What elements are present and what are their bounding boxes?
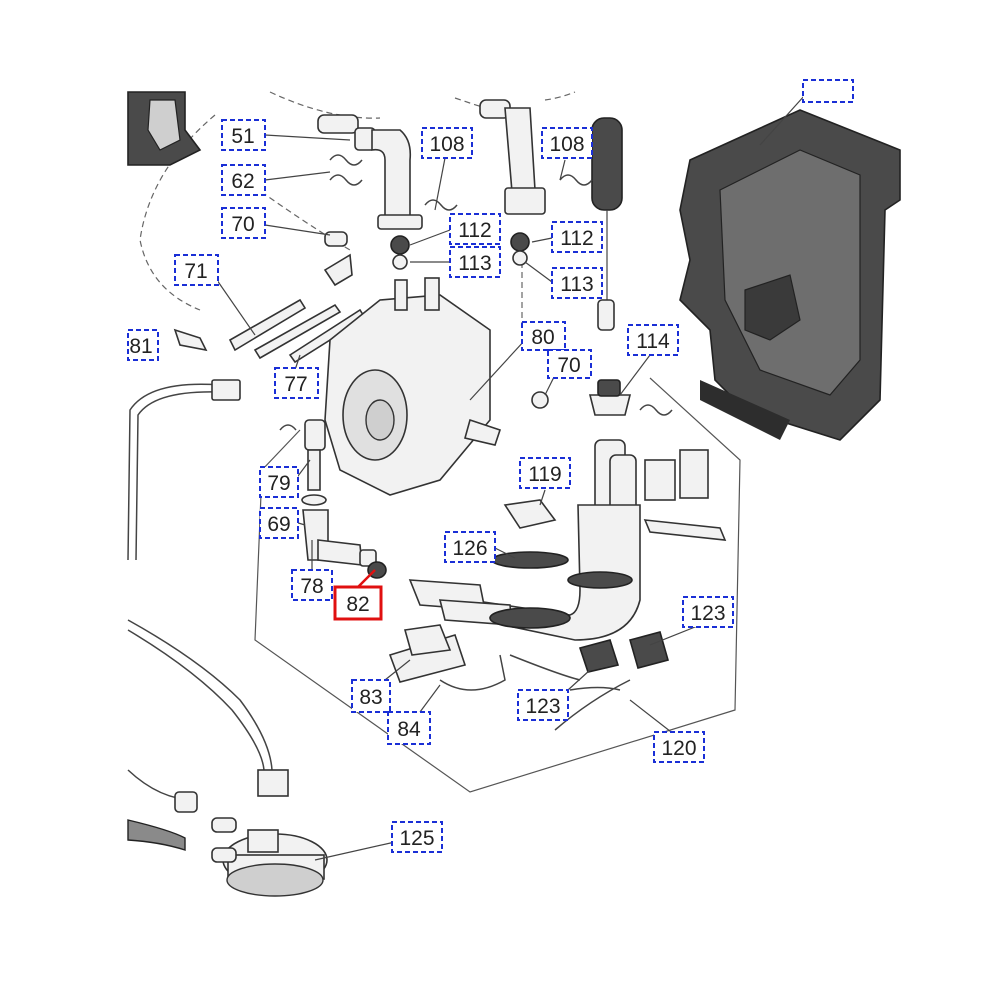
callout-labels: 51 62 70 71 81 77 108 108 xyxy=(127,119,734,853)
callout-82-text: 82 xyxy=(346,593,369,616)
leader-lines xyxy=(209,134,701,736)
callout-113a: 113 xyxy=(449,246,501,278)
flow-sensor xyxy=(211,817,396,897)
lower-small-parts xyxy=(388,624,669,731)
callout-125-text: 125 xyxy=(399,827,434,850)
callout-120-text: 120 xyxy=(661,737,696,760)
callout-108b-text: 108 xyxy=(549,133,584,156)
callout-62-text: 62 xyxy=(231,170,254,193)
callout-108a-text: 108 xyxy=(429,133,464,156)
callout-123a-text: 123 xyxy=(690,602,725,625)
callout-123b: 123 xyxy=(517,689,569,721)
callout-70b: 70 xyxy=(547,349,592,379)
callout-126-text: 126 xyxy=(452,537,487,560)
callout-51: 51 xyxy=(221,119,266,151)
flow-tube-assembly xyxy=(408,379,727,641)
callout-80-text: 80 xyxy=(531,326,554,349)
callout-112a-text: 112 xyxy=(458,219,491,242)
callout-69: 69 xyxy=(259,507,299,539)
callout-79-text: 79 xyxy=(267,472,290,495)
spring-clips xyxy=(279,154,673,431)
callout-108a: 108 xyxy=(421,127,473,159)
callout-112a: 112 xyxy=(449,213,501,245)
callout-70b-text: 70 xyxy=(557,354,580,377)
callout-83: 83 xyxy=(351,679,391,713)
callout-112b-text: 112 xyxy=(560,227,593,250)
callout-78: 78 xyxy=(291,569,333,601)
callout-78-text: 78 xyxy=(300,575,323,598)
callout-51-text: 51 xyxy=(231,125,254,148)
callout-108b: 108 xyxy=(541,127,593,159)
callout-82-highlighted[interactable]: 82 xyxy=(333,585,383,621)
valve-assembly xyxy=(301,419,387,579)
callout-125: 125 xyxy=(391,821,443,853)
callout-114: 114 xyxy=(627,324,679,356)
callout-71-text: 71 xyxy=(184,260,207,283)
callout-81-text: 81 xyxy=(129,335,152,358)
callout-84: 84 xyxy=(387,711,431,745)
callout-113b-text: 113 xyxy=(560,273,593,296)
callout-62: 62 xyxy=(221,164,266,196)
callout-120: 120 xyxy=(653,731,705,763)
callout-83-text: 83 xyxy=(359,686,382,709)
left-wire-harness xyxy=(127,379,289,851)
callout-70a: 70 xyxy=(221,207,266,239)
callout-119-text: 119 xyxy=(528,463,561,486)
callout-77-text: 77 xyxy=(284,373,307,396)
callout-81: 81 xyxy=(127,329,159,361)
callout-112b: 112 xyxy=(551,221,603,253)
callout-123a: 123 xyxy=(682,596,734,628)
callout-113b: 113 xyxy=(551,267,603,299)
callout-126: 126 xyxy=(444,531,496,563)
callout-71: 71 xyxy=(174,254,219,286)
callout-114-text: 114 xyxy=(636,330,670,353)
black-hose xyxy=(591,117,623,331)
elbow-fitting-right xyxy=(479,99,546,266)
elbow-fitting-left xyxy=(317,114,423,270)
partial-label-box-top xyxy=(802,79,854,103)
callout-69-text: 69 xyxy=(267,513,290,536)
callout-80: 80 xyxy=(521,321,566,351)
callout-79: 79 xyxy=(259,466,299,498)
callout-119: 119 xyxy=(519,457,571,489)
callout-70a-text: 70 xyxy=(231,213,254,236)
boiler-body xyxy=(324,277,549,496)
heating-rods xyxy=(173,231,367,364)
callout-84-text: 84 xyxy=(397,718,421,741)
callout-113a-text: 113 xyxy=(458,252,491,275)
callout-123b-text: 123 xyxy=(525,695,560,718)
top-left-housing-fragment xyxy=(127,91,202,166)
callout-77: 77 xyxy=(274,367,319,399)
right-dark-housing xyxy=(679,94,901,441)
